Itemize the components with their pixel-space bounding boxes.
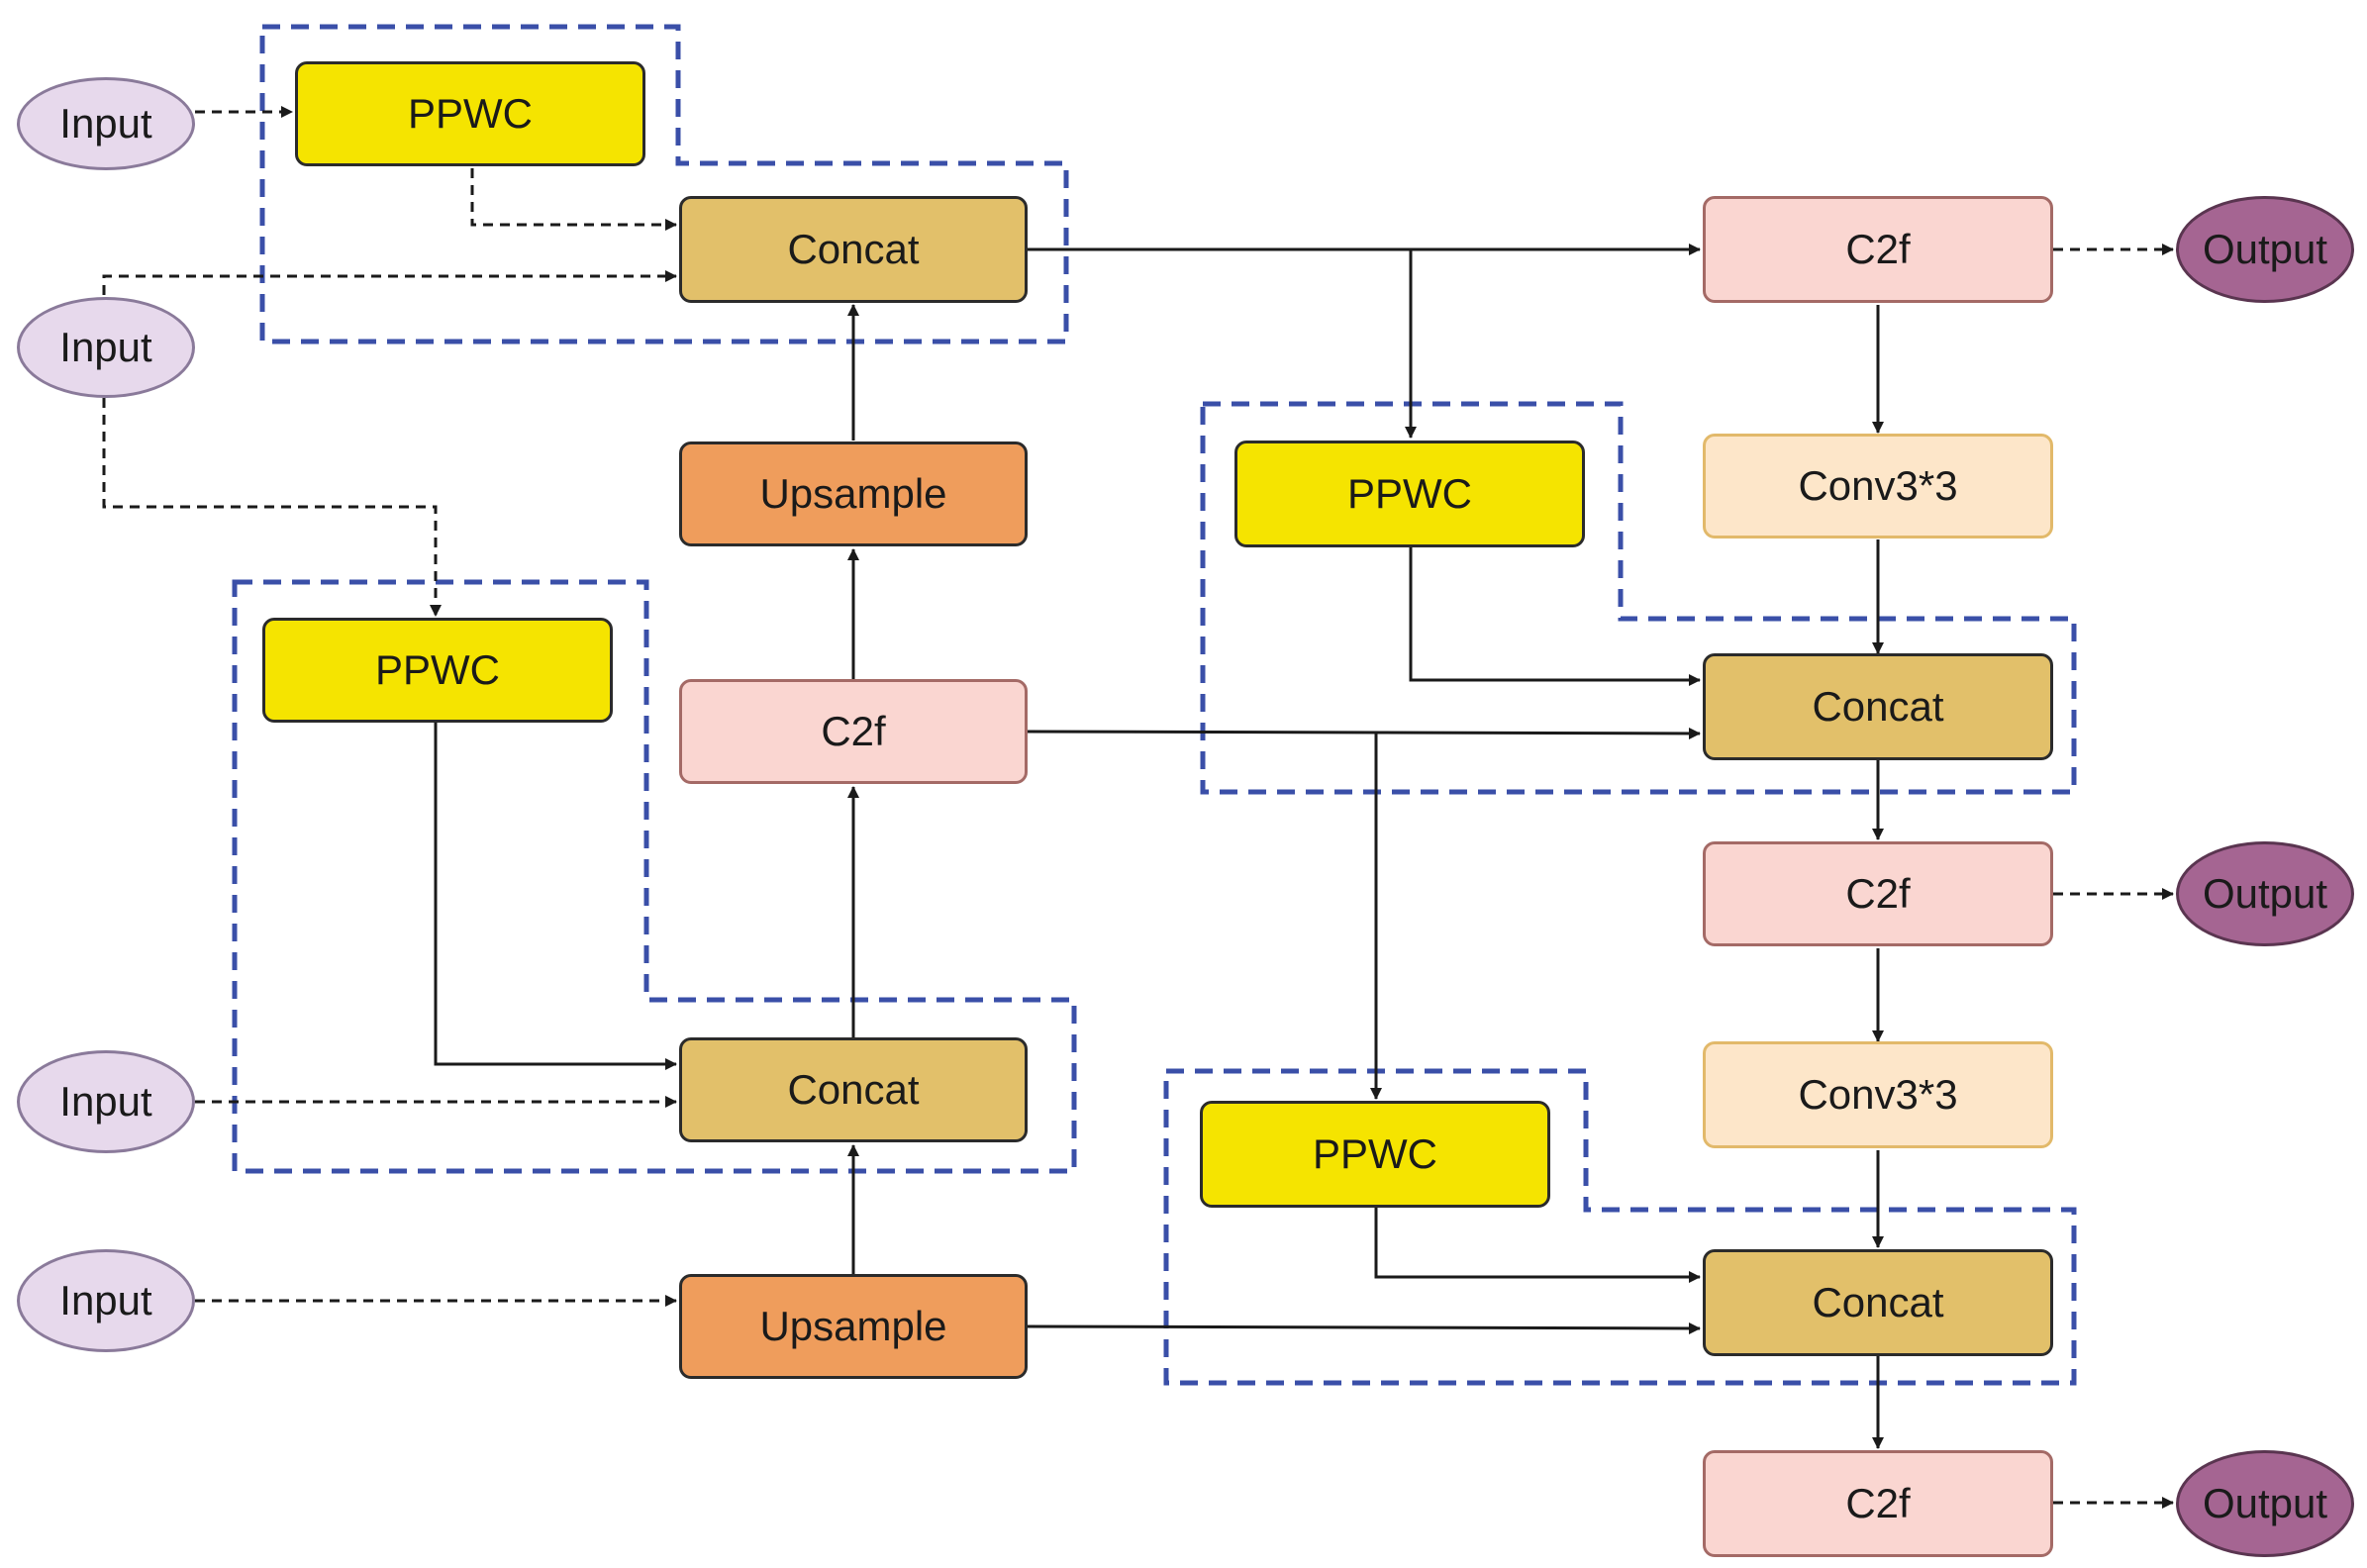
edge-c2f2-concat3 bbox=[1027, 727, 1701, 739]
conv-node-1: Conv3*3 bbox=[1703, 434, 2053, 539]
edge-ppwc4-concat4 bbox=[1374, 1208, 1701, 1283]
ppwc-node-4: PPWC bbox=[1200, 1101, 1550, 1208]
edge-input2-concat1 bbox=[102, 270, 677, 295]
input-node-4: Input bbox=[17, 1249, 195, 1352]
module-group-bottom-right bbox=[1163, 1068, 2077, 1386]
upsample-node-2: Upsample bbox=[679, 1274, 1028, 1379]
edge-ppwc3-concat3 bbox=[1409, 547, 1701, 686]
ppwc-node-1: PPWC bbox=[295, 61, 645, 166]
module-group-middle-left bbox=[232, 579, 1077, 1174]
c2f-node-3: C2f bbox=[1703, 841, 2053, 946]
output-node-2: Output bbox=[2176, 841, 2354, 946]
c2f-node-1: C2f bbox=[1703, 196, 2053, 303]
module-group-top-right bbox=[1200, 401, 2077, 795]
edge-ppwc1-concat1 bbox=[470, 168, 677, 231]
input-node-2: Input bbox=[17, 297, 195, 398]
input-node-3: Input bbox=[17, 1050, 195, 1153]
edge-upsample2-concat4 bbox=[1027, 1322, 1701, 1334]
edge-ppwc2-concat2 bbox=[434, 723, 677, 1070]
concat-node-4: Concat bbox=[1703, 1249, 2053, 1356]
input-node-1: Input bbox=[17, 77, 195, 170]
concat-node-3: Concat bbox=[1703, 653, 2053, 760]
module-group-top-left bbox=[259, 24, 1069, 344]
c2f-node-2: C2f bbox=[679, 679, 1028, 784]
ppwc-node-2: PPWC bbox=[262, 618, 613, 723]
output-node-1: Output bbox=[2176, 196, 2354, 303]
conv-node-2: Conv3*3 bbox=[1703, 1041, 2053, 1148]
concat-node-1: Concat bbox=[679, 196, 1028, 303]
edge-input2-ppwc2 bbox=[102, 398, 442, 617]
ppwc-node-3: PPWC bbox=[1234, 441, 1585, 547]
module-groups bbox=[232, 24, 2077, 1386]
c2f-node-4: C2f bbox=[1703, 1450, 2053, 1557]
upsample-node-1: Upsample bbox=[679, 441, 1028, 546]
concat-node-2: Concat bbox=[679, 1037, 1028, 1142]
solid-edges bbox=[434, 244, 1884, 1449]
output-node-3: Output bbox=[2176, 1450, 2354, 1557]
dashed-edges bbox=[102, 106, 2174, 1509]
